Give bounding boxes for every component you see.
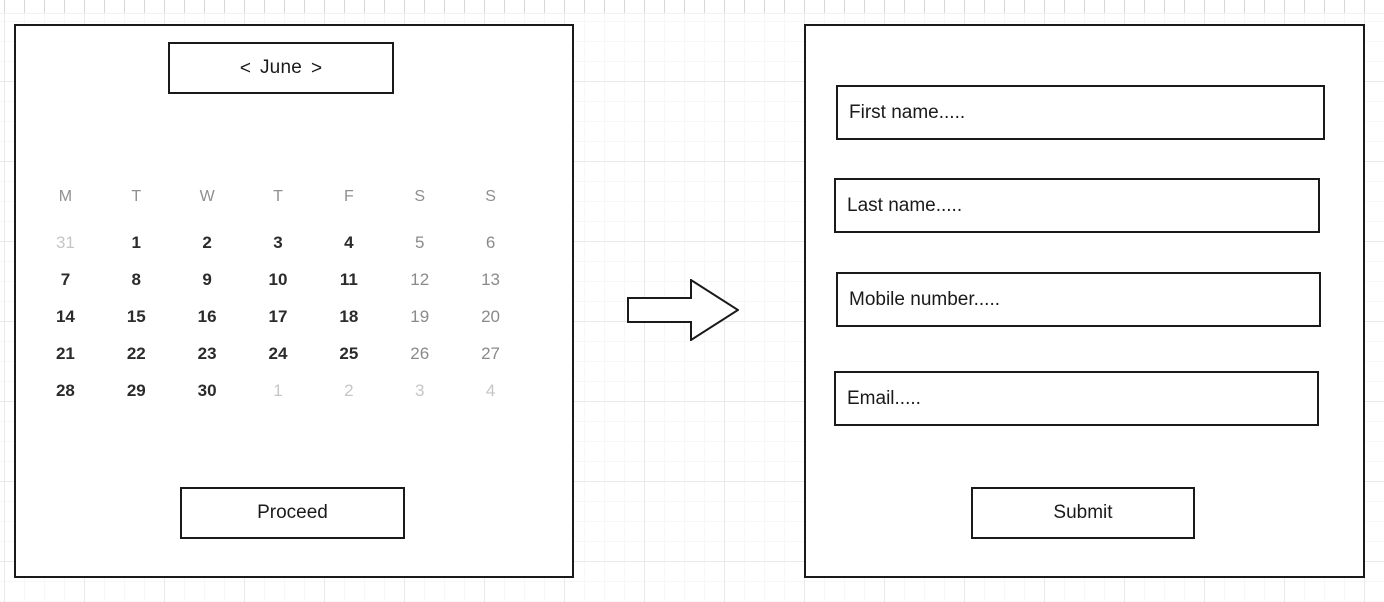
calendar-day-cell[interactable]: 17: [268, 307, 288, 326]
calendar-day-cell[interactable]: 3: [273, 233, 283, 252]
calendar-day-cell: 31: [55, 233, 75, 252]
calendar-day-cell: 3: [414, 381, 425, 400]
calendar-day-cell[interactable]: 1: [131, 233, 141, 252]
calendar-day-cell[interactable]: 27: [481, 344, 501, 363]
month-label: June: [259, 57, 302, 78]
calendar-day-cell[interactable]: 22: [126, 344, 146, 363]
calendar-day-cell[interactable]: 16: [197, 307, 217, 326]
right-block-arrow-icon: [627, 279, 739, 341]
calendar-day-cell[interactable]: 26: [410, 344, 430, 363]
proceed-button-label: Proceed: [257, 502, 328, 523]
email-field-text: Email.....: [847, 387, 921, 409]
calendar-day-cell[interactable]: 30: [197, 381, 217, 400]
calendar-day-cell[interactable]: 13: [481, 270, 501, 289]
email-field[interactable]: Email.....: [834, 371, 1319, 426]
calendar-weekday-header: T: [273, 188, 283, 205]
calendar-day-cell[interactable]: 14: [55, 307, 75, 326]
calendar-weekday-header: S: [414, 188, 426, 205]
top-ruler: [0, 0, 1384, 14]
calendar-weekday-header: M: [58, 188, 73, 205]
first-name-field[interactable]: First name.....: [836, 85, 1325, 140]
calendar-day-cell[interactable]: 18: [339, 307, 359, 326]
month-navigation-button[interactable]: < June >: [168, 42, 394, 94]
last-name-field-text: Last name.....: [847, 194, 963, 216]
calendar-day-cell[interactable]: 6: [485, 233, 496, 252]
calendar-day-cell[interactable]: 21: [55, 344, 75, 363]
proceed-button[interactable]: Proceed: [180, 487, 405, 539]
calendar-day-cell[interactable]: 2: [202, 233, 212, 252]
chevron-left-icon[interactable]: <: [239, 57, 251, 79]
calendar-day-cell[interactable]: 5: [414, 233, 425, 252]
calendar-day-cell[interactable]: 15: [126, 307, 146, 326]
calendar-day-cell: 2: [344, 381, 354, 400]
calendar-weekday-header: W: [199, 188, 215, 205]
calendar-weekday-header: T: [131, 188, 142, 205]
calendar-weekday-header: S: [485, 188, 496, 205]
last-name-field[interactable]: Last name.....: [834, 178, 1320, 233]
calendar-day-cell[interactable]: 9: [202, 270, 212, 289]
chevron-right-icon[interactable]: >: [311, 57, 323, 79]
calendar-day-cell[interactable]: 10: [268, 270, 288, 289]
submit-button[interactable]: Submit: [971, 487, 1195, 539]
calendar-day-cell[interactable]: 28: [55, 381, 75, 400]
month-navigation-content: < June >: [240, 57, 322, 79]
calendar-day-cell[interactable]: 11: [339, 270, 358, 289]
calendar-day-cell[interactable]: 8: [131, 270, 141, 289]
calendar-day-cell[interactable]: 20: [481, 307, 501, 326]
mobile-number-field[interactable]: Mobile number.....: [836, 272, 1321, 327]
calendar-day-cell[interactable]: 7: [60, 270, 71, 289]
calendar-weekday-header: F: [343, 188, 354, 205]
calendar-day-cell[interactable]: 4: [344, 233, 354, 252]
calendar-day-cell[interactable]: 29: [126, 381, 146, 400]
calendar-panel: [14, 24, 574, 578]
mobile-number-field-text: Mobile number.....: [849, 288, 1001, 310]
calendar-day-cell: 4: [485, 381, 496, 400]
calendar-day-cell[interactable]: 25: [339, 344, 359, 363]
calendar-day-cell[interactable]: 23: [197, 344, 217, 363]
submit-button-label: Submit: [1053, 502, 1113, 523]
calendar-day-cell[interactable]: 24: [268, 344, 288, 363]
calendar-day-cell[interactable]: 12: [410, 270, 430, 289]
calendar-day-cell: 1: [273, 381, 283, 400]
calendar-day-cell[interactable]: 19: [410, 307, 430, 326]
first-name-field-text: First name.....: [849, 101, 966, 123]
